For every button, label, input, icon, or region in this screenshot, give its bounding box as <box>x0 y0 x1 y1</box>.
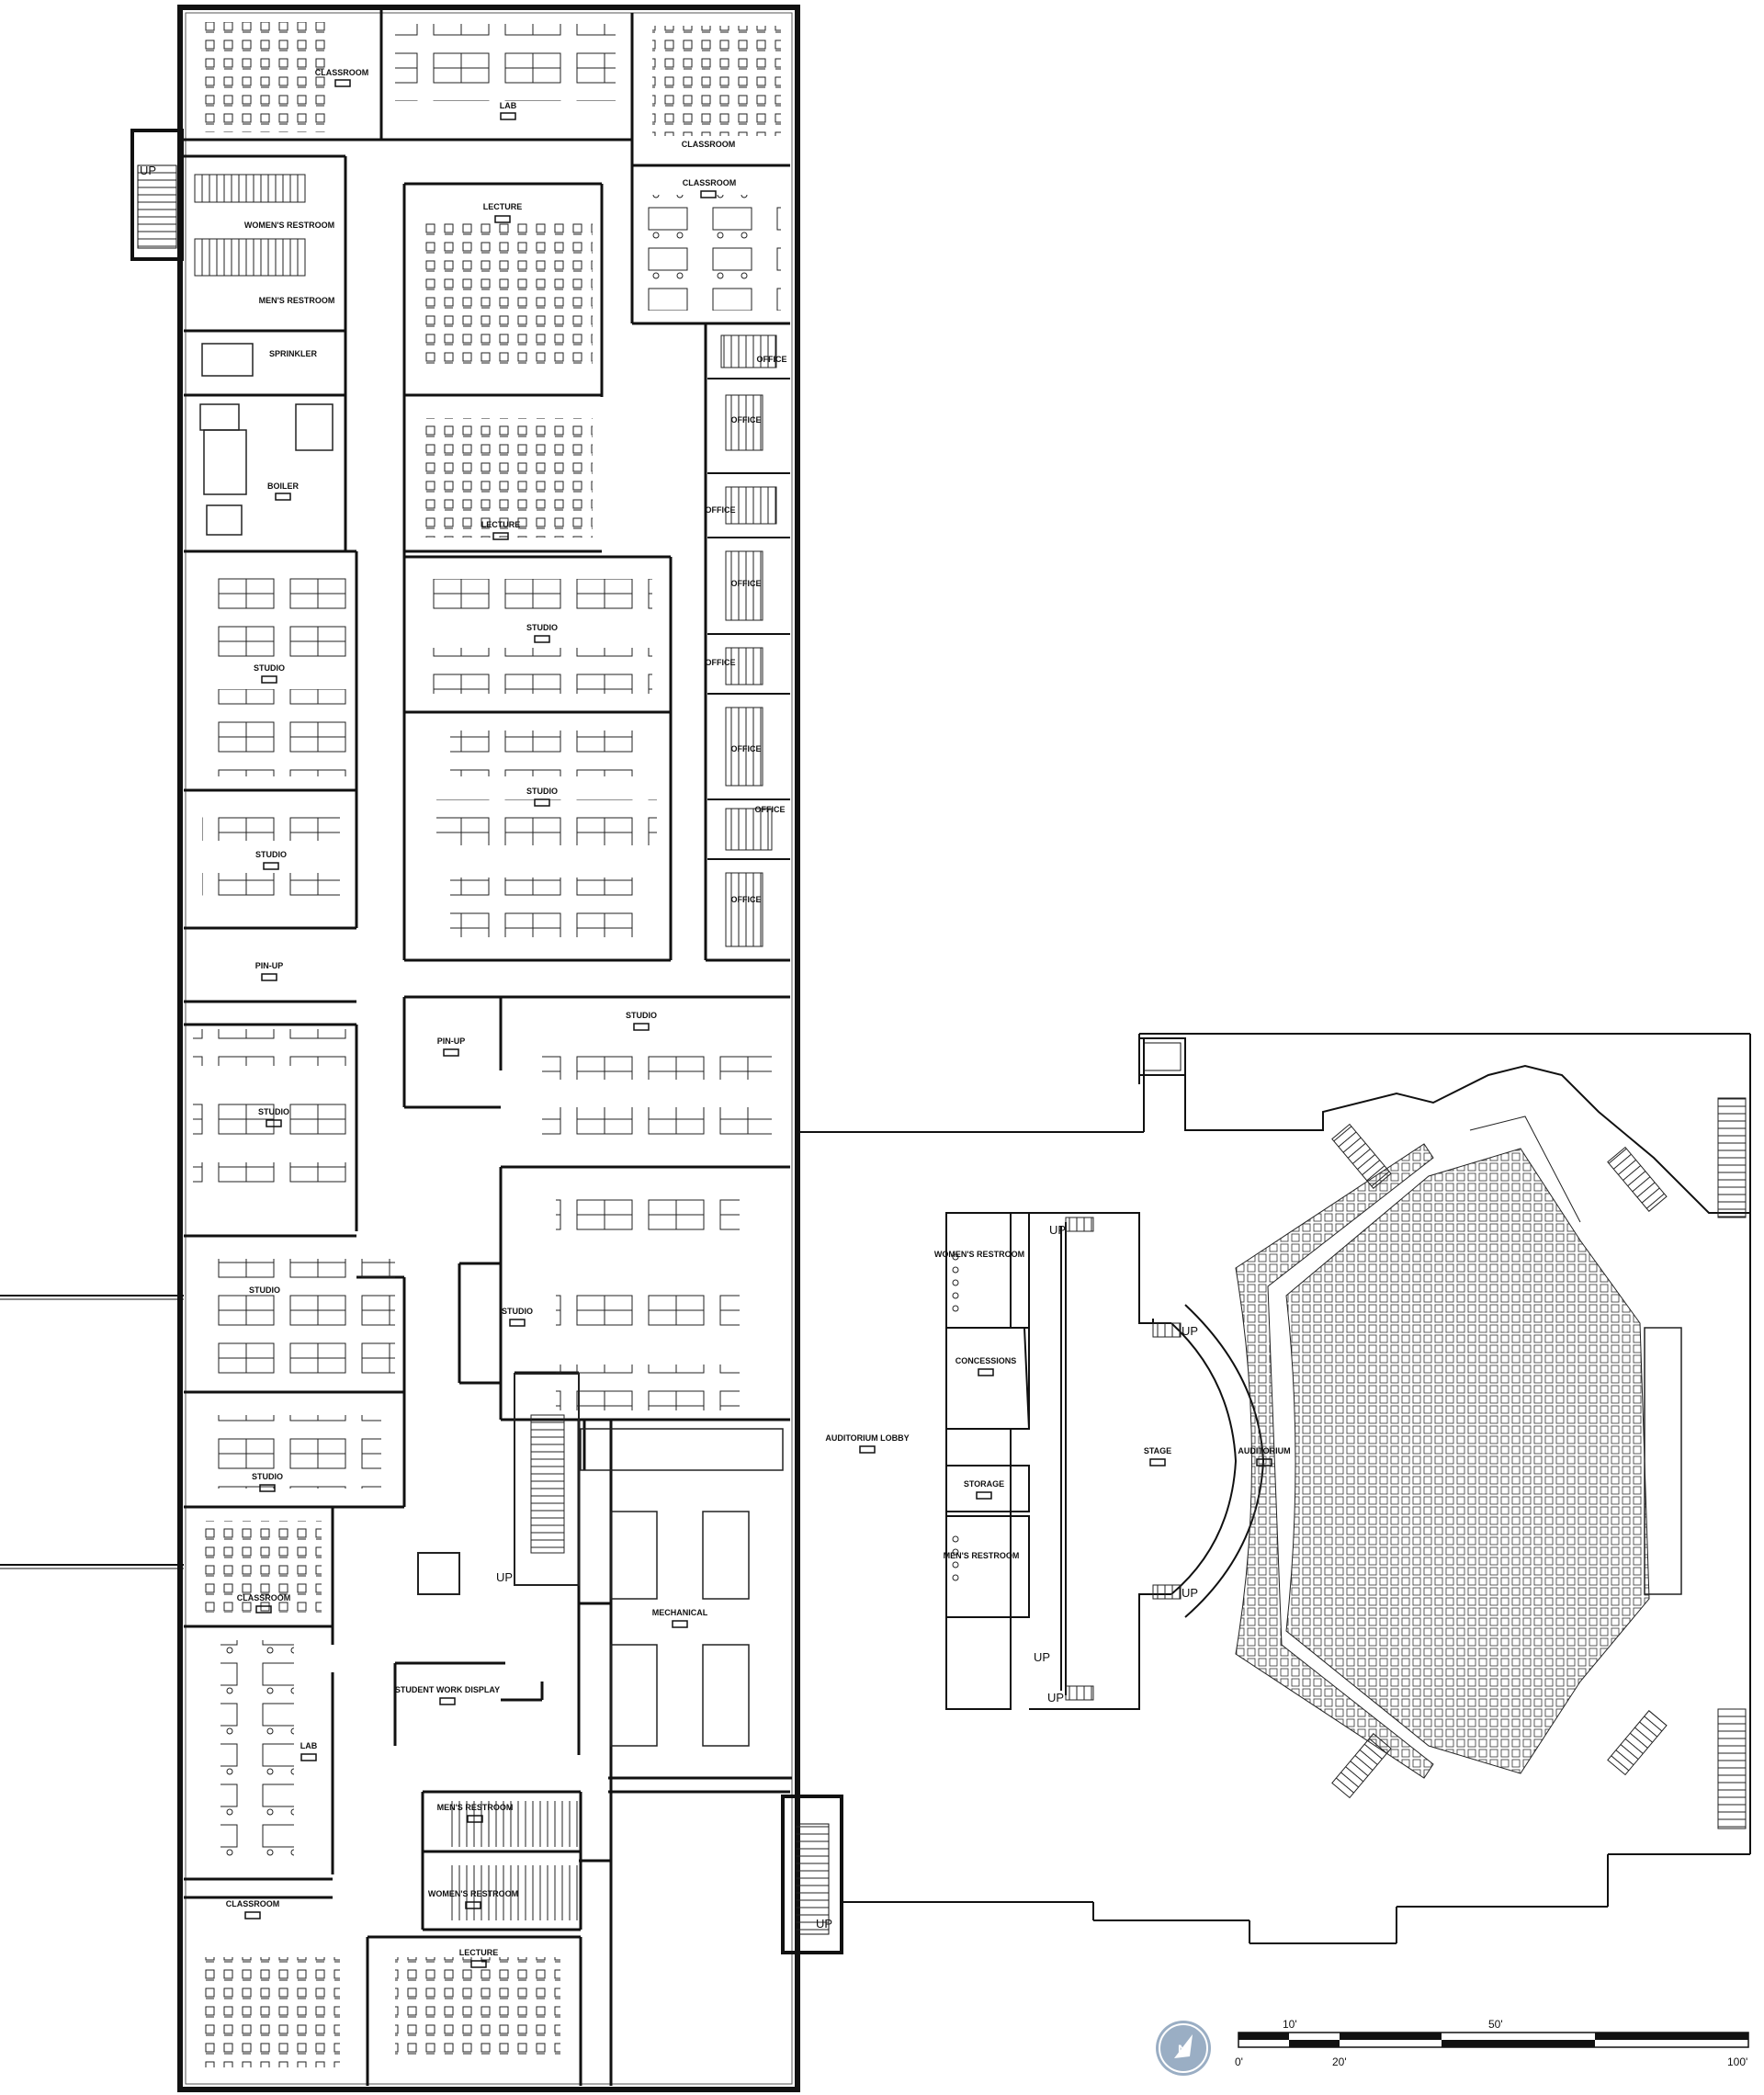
room-label-womens-restroom: WOMEN'S RESTROOM <box>934 1250 1024 1259</box>
room-label-mechanical: MECHANICAL <box>652 1608 708 1617</box>
room-label-concessions: CONCESSIONS <box>956 1356 1017 1365</box>
room-label-stage: STAGE <box>1144 1446 1171 1455</box>
auditorium-seating <box>952 1097 1747 1829</box>
room-label-office: OFFICE <box>755 805 786 814</box>
room-label-office: OFFICE <box>757 355 787 364</box>
stair-up-label: UP <box>816 1917 832 1931</box>
room-labels: CLASSROOM LAB CLASSROOM CLASSROOM WOMEN'… <box>226 68 1291 1957</box>
west-building-walls <box>0 5 800 2092</box>
room-label-studio: STUDIO <box>626 1011 657 1020</box>
room-label-mens-restroom: MEN'S RESTROOM <box>259 296 335 305</box>
room-label-studio: STUDIO <box>254 663 285 673</box>
room-label-office: OFFICE <box>706 505 736 515</box>
room-label-classroom: CLASSROOM <box>683 178 737 187</box>
room-label-pin-up: PIN-UP <box>437 1036 466 1046</box>
scale-tick-label: 50' <box>1488 2018 1503 2031</box>
room-label-sprinkler: SPRINKLER <box>269 349 318 358</box>
room-label-auditorium: AUDITORIUM <box>1238 1446 1290 1455</box>
room-label-office: OFFICE <box>706 658 736 667</box>
scale-tick-label: 10' <box>1283 2018 1297 2031</box>
scale-tick-label: 100' <box>1727 2055 1747 2068</box>
room-label-lecture: LECTURE <box>481 520 521 529</box>
stair-up-label: UP <box>1182 1324 1198 1338</box>
room-label-womens-restroom: WOMEN'S RESTROOM <box>244 221 334 230</box>
room-label-office: OFFICE <box>731 579 762 588</box>
north-arrow-icon: N <box>1156 2021 1211 2076</box>
west-interior-walls <box>184 9 792 2086</box>
room-label-classroom: CLASSROOM <box>226 1899 280 1908</box>
room-label-auditorium-lobby: AUDITORIUM LOBBY <box>825 1433 909 1443</box>
room-label-studio: STUDIO <box>526 623 558 632</box>
room-label-lecture: LECTURE <box>483 202 523 211</box>
room-tags <box>244 79 1272 1968</box>
room-label-lab: LAB <box>500 101 517 110</box>
stair-up-label: UP <box>1034 1650 1050 1664</box>
scale-tick-label: 20' <box>1332 2055 1347 2068</box>
room-label-lab: LAB <box>300 1741 318 1750</box>
room-label-mens-restroom: MEN'S RESTROOM <box>944 1551 1020 1560</box>
scale-bar: 0' 10' 20' 50' 100' <box>1235 2018 1749 2068</box>
room-label-studio: STUDIO <box>255 850 287 859</box>
room-label-pin-up: PIN-UP <box>255 961 284 970</box>
room-label-storage: STORAGE <box>964 1479 1004 1489</box>
room-label-lecture: LECTURE <box>459 1948 499 1957</box>
room-label-office: OFFICE <box>731 895 762 904</box>
stair-up-label: UP <box>496 1570 513 1584</box>
stair-up-label: UP <box>1047 1691 1064 1704</box>
room-label-mens-restroom: MEN'S RESTROOM <box>437 1803 514 1812</box>
room-label-office: OFFICE <box>731 744 762 753</box>
stair-up-label: UP <box>140 164 156 177</box>
office-walls <box>707 378 790 860</box>
room-label-classroom: CLASSROOM <box>315 68 369 77</box>
room-label-classroom: CLASSROOM <box>237 1593 291 1602</box>
room-label-student-work-display: STUDENT WORK DISPLAY <box>395 1685 500 1694</box>
room-label-classroom: CLASSROOM <box>682 140 736 149</box>
stair-up-label: UP <box>1182 1586 1198 1600</box>
room-label-boiler: BOILER <box>267 481 300 491</box>
north-arrow-letter: N <box>1178 2042 1187 2056</box>
connector-walls <box>781 1033 1751 1954</box>
stair-labels: UP UP UP UP UP UP UP UP <box>140 164 1198 1931</box>
room-label-studio: STUDIO <box>249 1285 280 1295</box>
room-label-office: OFFICE <box>731 415 762 425</box>
room-label-studio: STUDIO <box>258 1107 289 1116</box>
room-label-studio: STUDIO <box>502 1307 533 1316</box>
scale-tick-label: 0' <box>1235 2055 1243 2068</box>
room-label-womens-restroom: WOMEN'S RESTROOM <box>428 1889 518 1898</box>
room-label-studio: STUDIO <box>252 1472 283 1481</box>
stair-up-label: UP <box>1049 1223 1066 1237</box>
room-label-studio: STUDIO <box>526 787 558 796</box>
furniture <box>193 22 784 2067</box>
